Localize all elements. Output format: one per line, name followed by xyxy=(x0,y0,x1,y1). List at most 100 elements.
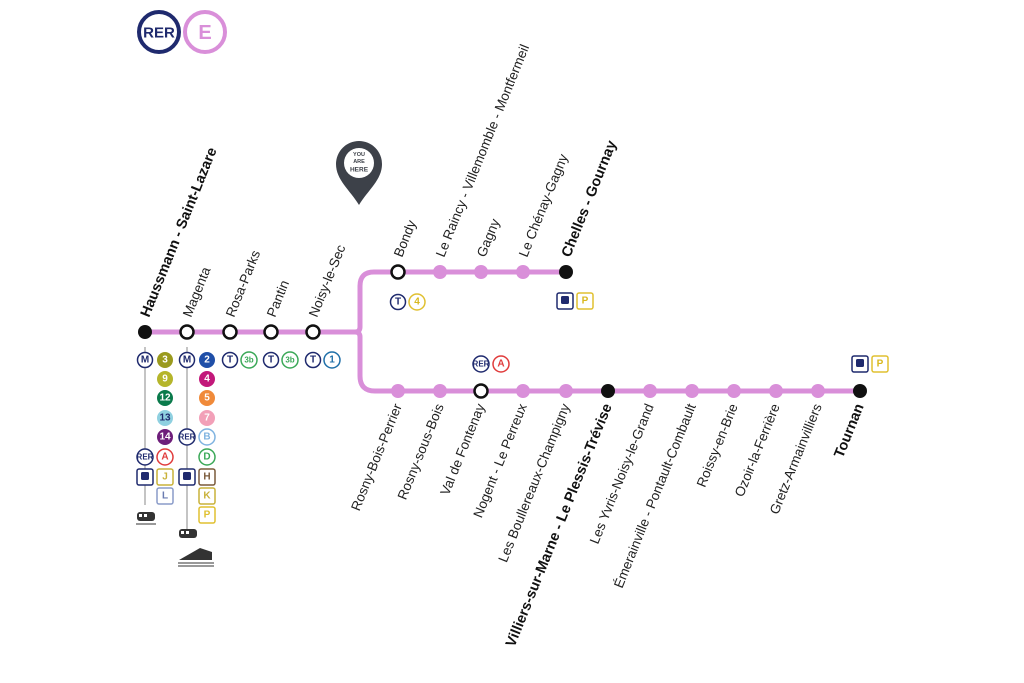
transilien-h-label: H xyxy=(203,472,210,483)
you-are-here-line1: YOU xyxy=(353,152,365,158)
rer-a-label: A xyxy=(497,359,504,370)
rer-a-label: A xyxy=(161,452,168,463)
magenta-connections: M 2 4 5 7 RER B D H K P xyxy=(178,347,216,567)
transilien-l-badge xyxy=(156,487,174,505)
rer-d-badge xyxy=(198,448,216,466)
train-icon-body xyxy=(856,359,864,367)
metro-line-12-badge xyxy=(157,390,173,406)
transilien-p-badge xyxy=(576,292,594,310)
terminus-dot xyxy=(601,384,615,398)
rer-b-badge xyxy=(198,428,216,446)
metro-line-3-label: 3 xyxy=(162,355,168,366)
line-e-badge-label: E xyxy=(198,22,211,44)
tram-3b-label: 3b xyxy=(244,356,253,365)
metro-icon-label: M xyxy=(141,355,149,366)
stop-dot xyxy=(769,384,783,398)
terminus-dot xyxy=(853,384,867,398)
you-are-here-line3: HERE xyxy=(350,167,369,174)
transilien-p-label: P xyxy=(582,296,589,307)
tram-icon xyxy=(389,293,407,311)
transilien-j-label: J xyxy=(162,472,168,483)
station-label: Roissy-en-Brie xyxy=(694,402,741,490)
transilien-p-badge xyxy=(871,355,889,373)
station-magenta: Magenta xyxy=(179,264,214,340)
tram-3b-badge xyxy=(240,351,258,369)
metro-line-4-badge xyxy=(199,371,215,387)
station-label: Bondy xyxy=(391,218,419,259)
station-pantin: Pantin xyxy=(263,278,292,340)
interchange-dot xyxy=(222,324,238,340)
bondy-connections: T 4 xyxy=(389,293,426,311)
station-label: Tournan xyxy=(832,402,868,461)
haussmann-connections: M 3 9 12 13 14 RER A J L xyxy=(136,347,174,525)
transilien-p-label: P xyxy=(877,359,884,370)
station-label: Ozoir-la-Ferrière xyxy=(732,402,783,499)
metro-line-2-label: 2 xyxy=(204,355,210,366)
metro-line-9-badge xyxy=(157,371,173,387)
rer-network-badge xyxy=(137,10,181,54)
map-pin-inner xyxy=(344,148,374,178)
terminus-dot xyxy=(138,325,152,339)
station-label: Pantin xyxy=(264,278,292,319)
tram-icon-label: T xyxy=(310,355,316,366)
tournan-connections: P xyxy=(851,355,889,373)
stop-dot xyxy=(474,265,488,279)
station-label: Val de Fontenay xyxy=(437,401,487,497)
metro-icon-label: M xyxy=(183,355,191,366)
metro-line-14-label: 14 xyxy=(159,432,171,443)
metro-line-3-badge xyxy=(157,352,173,368)
interchange-dot xyxy=(263,324,279,340)
train-icon-body xyxy=(141,472,149,480)
tram-3b-label: 3b xyxy=(285,356,294,365)
station-label: Gagny xyxy=(474,216,503,259)
station-noisy-le-sec: Noisy-le-Sec xyxy=(305,242,349,340)
transilien-k-label: K xyxy=(203,491,211,502)
rer-a-badge xyxy=(492,355,510,373)
pantin-connections: T 3b xyxy=(262,351,299,369)
transilien-j-badge xyxy=(156,468,174,486)
rer-e-logo: RER E xyxy=(137,10,227,54)
metro-line-13-badge xyxy=(157,410,173,426)
transilien-l-label: L xyxy=(162,491,168,502)
rer-icon xyxy=(136,448,154,466)
station-le-chenay-gagny: Le Chénay-Gagny xyxy=(516,152,571,279)
stop-dot xyxy=(685,384,699,398)
interchange-dot xyxy=(305,324,321,340)
tram-icon-label: T xyxy=(395,297,401,308)
metro-line-2-badge xyxy=(199,352,215,368)
metro-icon xyxy=(178,351,196,369)
metro-line-13-label: 13 xyxy=(159,413,171,424)
stop-dot xyxy=(643,384,657,398)
transilien-p-label: P xyxy=(204,510,211,521)
station-rosny-sous-bois: Rosny-sous-Bois xyxy=(395,384,447,502)
rosa-parks-connections: T 3b xyxy=(221,351,258,369)
tram-4-badge xyxy=(408,293,426,311)
rer-icon xyxy=(472,355,490,373)
rer-icon-label: RER xyxy=(179,433,196,442)
upper-branch-track xyxy=(347,269,569,335)
station-label: Rosa-Parks xyxy=(223,248,263,319)
rer-d-label: D xyxy=(203,452,210,463)
interchange-dot xyxy=(390,264,406,280)
stop-dot xyxy=(559,384,573,398)
station-label: Émerainville - Pontault-Combault xyxy=(611,401,699,590)
metro-line-4-label: 4 xyxy=(204,374,210,385)
rer-b-label: B xyxy=(203,432,210,443)
chelles-gournay-connections: P xyxy=(556,292,594,310)
intercity-train-icon xyxy=(179,529,197,538)
station-roissy-en-brie: Roissy-en-Brie xyxy=(694,384,741,489)
metro-line-7-badge xyxy=(199,410,215,426)
metro-line-5-badge xyxy=(199,390,215,406)
station-val-de-fontenay: Val de Fontenay xyxy=(437,383,489,497)
tram-3b-badge xyxy=(281,351,299,369)
tram-1-label: 1 xyxy=(329,355,335,366)
station-tournan: Tournan xyxy=(832,384,868,460)
station-label: Noisy-le-Sec xyxy=(306,242,349,319)
metro-line-12-label: 12 xyxy=(159,393,171,404)
rer-icon-label: RER xyxy=(473,360,490,369)
metro-line-14-badge xyxy=(157,429,173,445)
rer-a-badge xyxy=(156,448,174,466)
you-are-here-marker: YOU ARE HERE xyxy=(336,141,382,205)
